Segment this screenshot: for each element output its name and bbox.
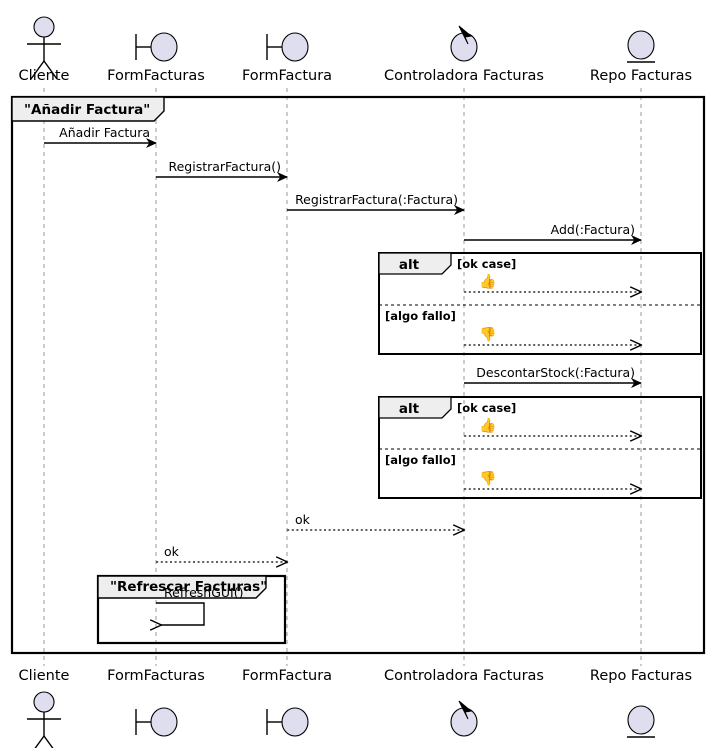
message-m3: RegistrarFactura(:Factura) <box>287 192 465 215</box>
message-label-m10: ok <box>295 512 311 527</box>
message-label-m2: RegistrarFactura() <box>168 159 281 174</box>
control-icon-controladora-footer <box>450 700 478 737</box>
alt-descontarstock-guard-0: [ok case] <box>457 401 516 415</box>
lifeline-footer-label-controladora: Controladora Facturas <box>384 668 544 684</box>
lifeline-footer-label-repo: Repo Facturas <box>590 668 692 684</box>
boundary-icon-formfacturas-footer <box>135 707 178 737</box>
control-icon-controladora-header <box>450 25 478 62</box>
message-label-m1: Añadir Factura <box>59 125 150 140</box>
message-m11: ok <box>156 544 287 562</box>
message-m10: ok <box>287 512 464 530</box>
lifeline-heads-layer: ClienteClienteFormFacturasFormFacturasFo… <box>19 16 692 748</box>
lifeline-header-label-controladora: Controladora Facturas <box>384 68 544 84</box>
alt-registrar-guard-1: [algo fallo] <box>385 309 456 323</box>
message-m1: Añadir Factura <box>44 125 157 148</box>
message-label-m8: 👍 <box>479 417 496 434</box>
message-label-m7: DescontarStock(:Factura) <box>476 365 635 380</box>
frame-refrescar-facturas: "Refrescar Facturas" <box>96 574 287 645</box>
alt-descontarstock-label: alt <box>399 401 420 417</box>
lifeline-footer-label-formfactura: FormFactura <box>242 668 332 684</box>
alt-fragments-layer: alt [ok case] [algo fallo] alt [ok case] [alg… <box>378 252 702 499</box>
frame-refrescar-facturas-label: "Refrescar Facturas" <box>110 579 267 595</box>
frame-anadir-factura-label: "Añadir Factura" <box>24 102 150 118</box>
lifelines-layer <box>43 88 642 666</box>
frames-layer: "Añadir Factura" "Refrescar Facturas" <box>10 95 706 655</box>
message-label-m3: RegistrarFactura(:Factura) <box>295 192 458 207</box>
entity-icon-repo-footer <box>627 705 655 738</box>
alt-registrar-label: alt <box>399 257 420 273</box>
message-m7: DescontarStock(:Factura) <box>464 365 642 388</box>
entity-icon-repo-header <box>627 30 655 63</box>
message-m2: RegistrarFactura() <box>156 159 288 182</box>
message-label-m11: ok <box>164 544 180 559</box>
boundary-icon-formfactura-header <box>266 32 309 62</box>
actor-stick-figure-icon-cliente-header <box>27 16 61 80</box>
message-m8: 👍 <box>464 417 641 436</box>
lifeline-footer-label-cliente: Cliente <box>19 668 70 684</box>
lifeline-header-label-formfacturas: FormFacturas <box>107 68 205 84</box>
alt-registrar: alt [ok case] [algo fallo] <box>378 252 702 355</box>
frame-anadir-factura: "Añadir Factura" <box>10 95 706 655</box>
message-label-m4: Add(:Factura) <box>551 222 635 237</box>
message-label-m6: 👎 <box>479 326 496 343</box>
message-label-m9: 👎 <box>479 470 496 487</box>
alt-registrar-guard-0: [ok case] <box>457 257 516 271</box>
actor-stick-figure-icon-cliente-footer <box>27 691 61 748</box>
alt-descontarstock: alt [ok case] [algo fallo] <box>378 396 702 499</box>
lifeline-footer-label-formfacturas: FormFacturas <box>107 668 205 684</box>
lifeline-header-label-formfactura: FormFactura <box>242 68 332 84</box>
message-m4: Add(:Factura) <box>464 222 642 245</box>
boundary-icon-formfacturas-header <box>135 32 178 62</box>
message-label-m5: 👍 <box>479 273 496 290</box>
lifeline-header-label-cliente: Cliente <box>19 68 70 84</box>
message-m5: 👍 <box>464 273 641 292</box>
message-m6: 👎 <box>464 326 641 345</box>
boundary-icon-formfactura-footer <box>266 707 309 737</box>
lifeline-header-label-repo: Repo Facturas <box>590 68 692 84</box>
message-m9: 👎 <box>464 470 641 489</box>
message-m12: RefreshGUI() <box>156 585 243 625</box>
alt-descontarstock-guard-1: [algo fallo] <box>385 453 456 467</box>
message-label-m12: RefreshGUI() <box>164 585 243 600</box>
